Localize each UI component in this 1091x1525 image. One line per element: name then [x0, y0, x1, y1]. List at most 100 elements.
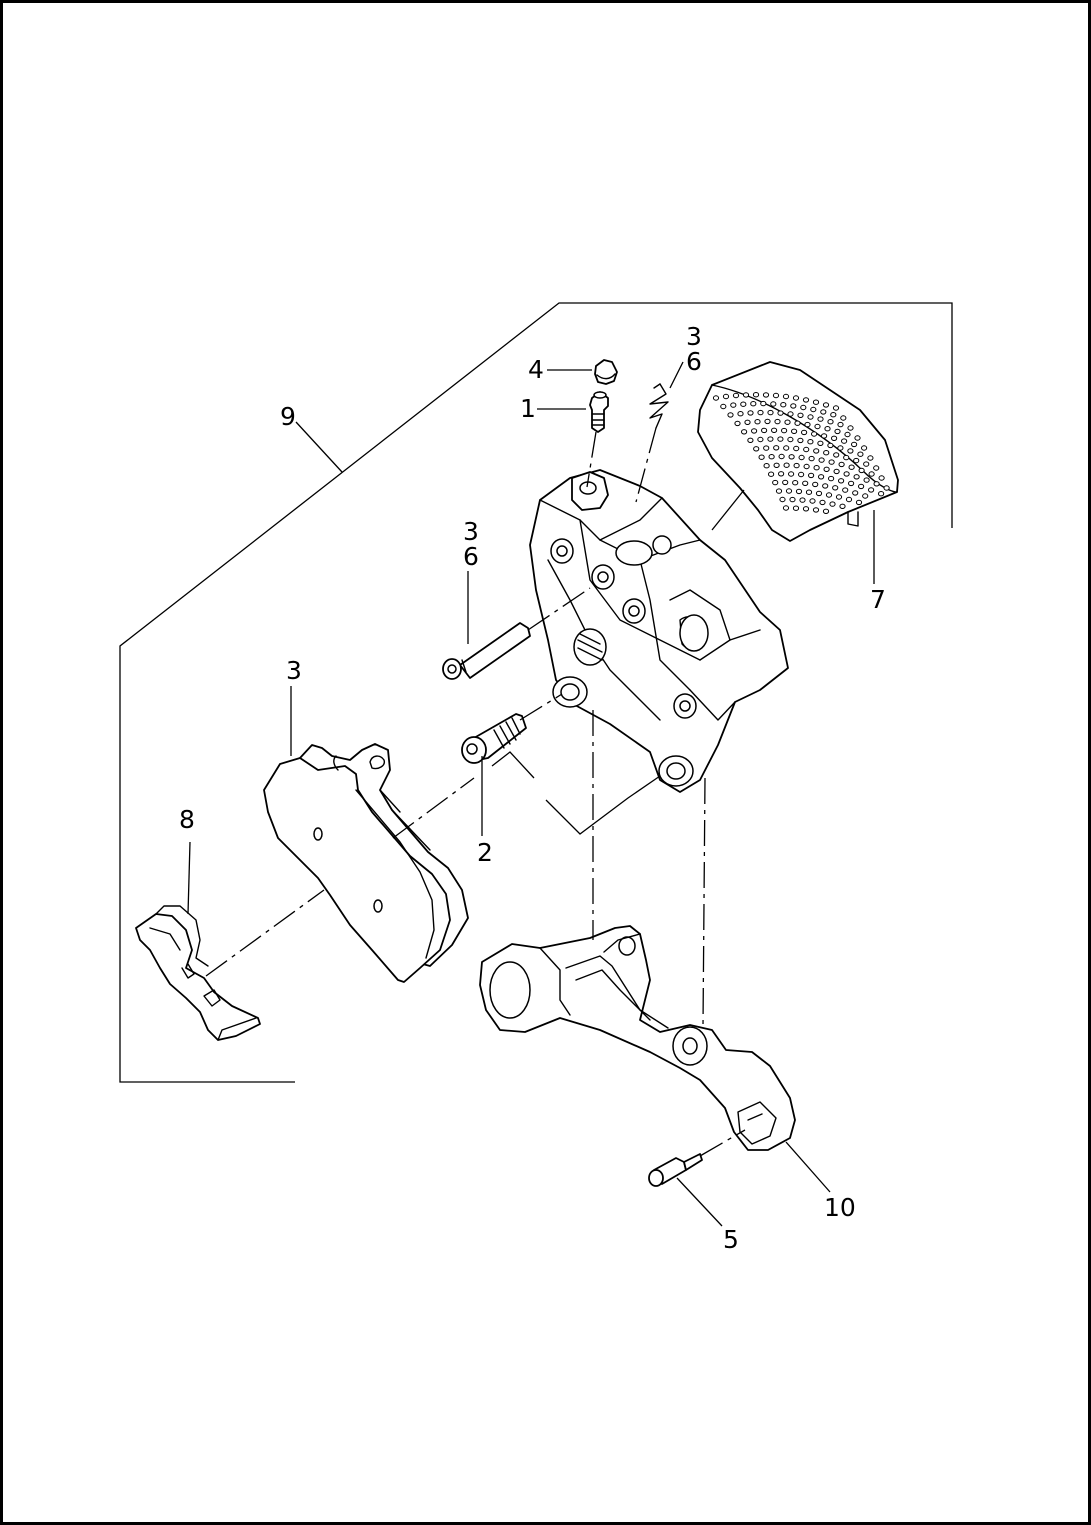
- perforation-hole: [758, 454, 765, 460]
- perforation-hole: [777, 410, 784, 416]
- perforation-hole: [801, 429, 808, 436]
- perforation-hole: [814, 423, 821, 430]
- perforation-hole: [873, 481, 880, 487]
- perforation-hole: [819, 499, 826, 506]
- perforation-hole: [802, 480, 809, 486]
- perforation-hole: [734, 420, 741, 427]
- cover-perforations: [712, 392, 890, 514]
- perforation-hole: [720, 403, 727, 410]
- perforation-hole: [788, 471, 795, 477]
- perforation-hole: [778, 453, 785, 460]
- perforation-hole: [803, 446, 810, 453]
- perforation-hole: [794, 420, 801, 426]
- perforation-hole: [835, 494, 843, 500]
- assembly-lines: [205, 427, 746, 1157]
- perforation-hole: [822, 402, 830, 408]
- perforation-hole: [833, 468, 840, 475]
- perforation-hole: [792, 480, 799, 486]
- perforation-hole: [780, 402, 787, 408]
- perforation-hole: [858, 467, 865, 474]
- perforation-hole: [853, 457, 860, 464]
- perforation-hole: [797, 437, 804, 444]
- perforation-hole: [782, 393, 790, 400]
- perforation-hole: [868, 487, 875, 493]
- perforation-hole: [829, 501, 836, 507]
- perforation-hole: [762, 392, 770, 398]
- perforation-hole: [768, 454, 775, 460]
- callout-3-pad: 3: [286, 656, 302, 685]
- perforation-hole: [854, 435, 861, 441]
- perforation-hole: [821, 433, 828, 439]
- perforation-hole: [831, 435, 838, 441]
- perforation-hole: [779, 496, 786, 503]
- perforation-hole: [767, 409, 774, 416]
- perforation-hole: [878, 475, 885, 481]
- perforation-hole: [737, 411, 744, 417]
- perforation-hole: [807, 414, 814, 420]
- brake-pad-set: [263, 743, 469, 983]
- callout-3-clip: 3: [686, 322, 702, 351]
- perforation-hole: [823, 450, 830, 456]
- callout-7: 7: [870, 585, 886, 614]
- perforation-hole: [732, 392, 740, 399]
- caliper-body: [529, 469, 789, 793]
- perforation-hole: [787, 411, 794, 417]
- perforation-hole: [808, 455, 815, 462]
- perforation-hole: [868, 471, 875, 477]
- perforation-hole: [815, 490, 823, 497]
- perforation-hole: [808, 472, 815, 479]
- perforation-hole: [778, 471, 785, 477]
- callout-labels: 4 1 3 6 9 3 6 3 2 8 7 10 5: [179, 322, 886, 1254]
- perforation-hole: [817, 416, 824, 422]
- perforation-hole: [802, 397, 810, 403]
- perforation-hole: [824, 426, 831, 432]
- perforation-hole: [763, 445, 770, 451]
- perforation-hole: [790, 403, 797, 409]
- perforation-hole: [774, 418, 781, 425]
- perforation-hole: [838, 461, 845, 468]
- perforation-hole: [855, 499, 863, 506]
- pad-spring: [135, 905, 261, 1041]
- perforation-hole: [843, 471, 850, 477]
- perforation-hole: [832, 405, 840, 411]
- callout-2: 2: [477, 838, 493, 867]
- perforation-hole: [847, 425, 854, 431]
- perforation-hole: [809, 498, 816, 504]
- callout-8: 8: [179, 805, 195, 834]
- mounting-screw: [461, 713, 527, 764]
- perforation-hole: [761, 427, 768, 434]
- perforation-hole: [883, 485, 890, 491]
- callout-6-pin: 6: [463, 542, 479, 571]
- perforation-hole: [785, 488, 793, 494]
- perforation-hole: [775, 488, 783, 494]
- perforation-hole: [813, 448, 820, 454]
- caliper-cover: [697, 361, 899, 542]
- perforation-hole: [840, 415, 847, 421]
- bleeder-cap: [594, 359, 618, 385]
- perforation-hole: [754, 419, 761, 425]
- perforation-hole: [793, 445, 800, 452]
- callout-3-pin: 3: [463, 517, 479, 546]
- perforation-hole: [863, 477, 870, 483]
- perforation-hole: [833, 452, 840, 458]
- perforation-hole: [862, 493, 869, 499]
- perforation-hole: [788, 454, 795, 460]
- perforation-hole: [764, 418, 771, 425]
- perforation-hole: [792, 395, 800, 401]
- perforation-hole: [797, 412, 804, 418]
- perforation-hole: [791, 428, 798, 434]
- perforation-hole: [812, 481, 819, 488]
- perforation-hole: [777, 436, 784, 442]
- perforation-hole: [825, 492, 833, 498]
- perforation-hole: [747, 410, 754, 416]
- perforation-hole: [853, 474, 860, 480]
- perforation-hole: [803, 463, 810, 470]
- perforation-hole: [784, 419, 791, 425]
- perforation-hole: [810, 406, 817, 413]
- perforation-hole: [822, 508, 830, 514]
- perforation-hole: [787, 436, 794, 443]
- perforation-hole: [863, 461, 870, 467]
- perforation-hole: [811, 431, 818, 437]
